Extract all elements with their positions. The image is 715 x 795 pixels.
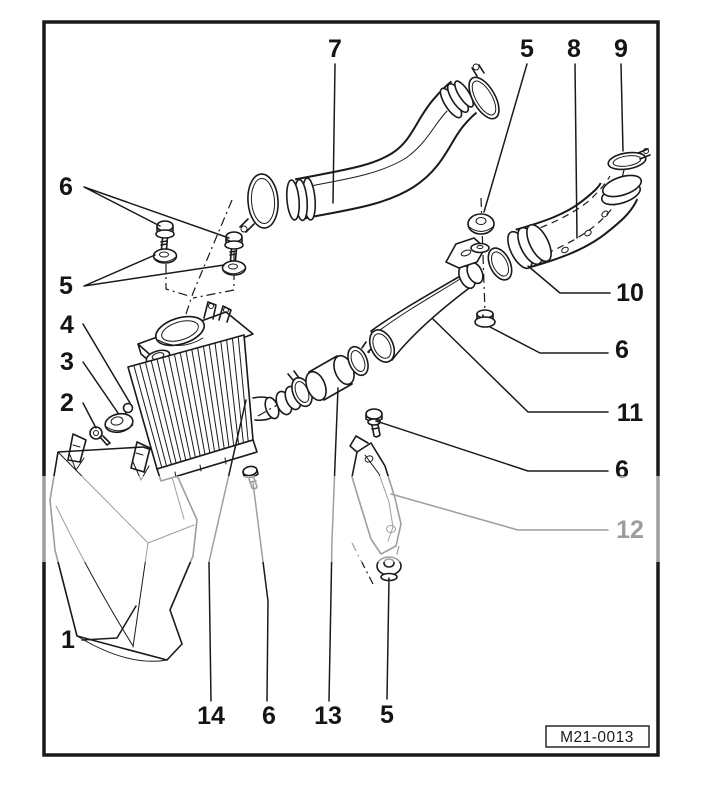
figure-code: M21-0013 — [560, 729, 634, 746]
clamp-ring-icon — [275, 385, 302, 416]
mounting-ear-icon — [203, 301, 232, 323]
hose-clamp-icon — [468, 63, 500, 120]
callout-5-left: 5 — [59, 272, 73, 300]
diagram-border — [42, 20, 660, 757]
callout-6-bottom: 6 — [262, 702, 276, 730]
core-fins — [128, 335, 253, 469]
duct-tab-icon — [67, 433, 87, 472]
hose-clamp-icon — [239, 173, 279, 233]
callout-9: 9 — [614, 35, 628, 63]
bolt-icon — [224, 231, 244, 263]
callout-8: 8 — [567, 35, 581, 63]
callout-1: 1 — [61, 626, 75, 654]
watermark-band — [0, 476, 715, 562]
nut-icon — [474, 309, 496, 328]
clamp-ring-icon — [487, 247, 513, 281]
callout-14: 14 — [197, 702, 225, 730]
callout-10: 10 — [616, 279, 644, 307]
hose-clamp-icon — [347, 341, 374, 377]
intercooler-illustration — [127, 301, 280, 482]
sleeve-13-illustration — [305, 354, 355, 402]
washer-icon — [152, 248, 178, 264]
hose-8-illustration — [507, 174, 643, 270]
figure-code-box: M21-0013 — [545, 725, 650, 748]
callout-13: 13 — [314, 702, 342, 730]
hose-7-illustration — [239, 63, 500, 233]
grommet-icon — [467, 213, 495, 235]
callout-5-bottom: 5 — [380, 701, 394, 729]
callout-4: 4 — [60, 311, 74, 339]
pipe-11-illustration — [368, 237, 490, 363]
callout-11: 11 — [617, 399, 644, 427]
retainer-washer-icon — [104, 412, 134, 434]
washer-icon — [221, 260, 247, 276]
bolt-icon — [155, 220, 175, 252]
callout-6-left: 6 — [59, 173, 73, 201]
callout-6-right1: 6 — [615, 336, 629, 364]
callout-2: 2 — [60, 389, 74, 417]
callout-3: 3 — [60, 348, 74, 376]
callout-5-top: 5 — [520, 35, 534, 63]
bolt-icon — [365, 408, 383, 438]
leader-lines — [81, 63, 624, 702]
callout-7: 7 — [328, 35, 342, 63]
clamp-9-icon — [607, 148, 651, 171]
